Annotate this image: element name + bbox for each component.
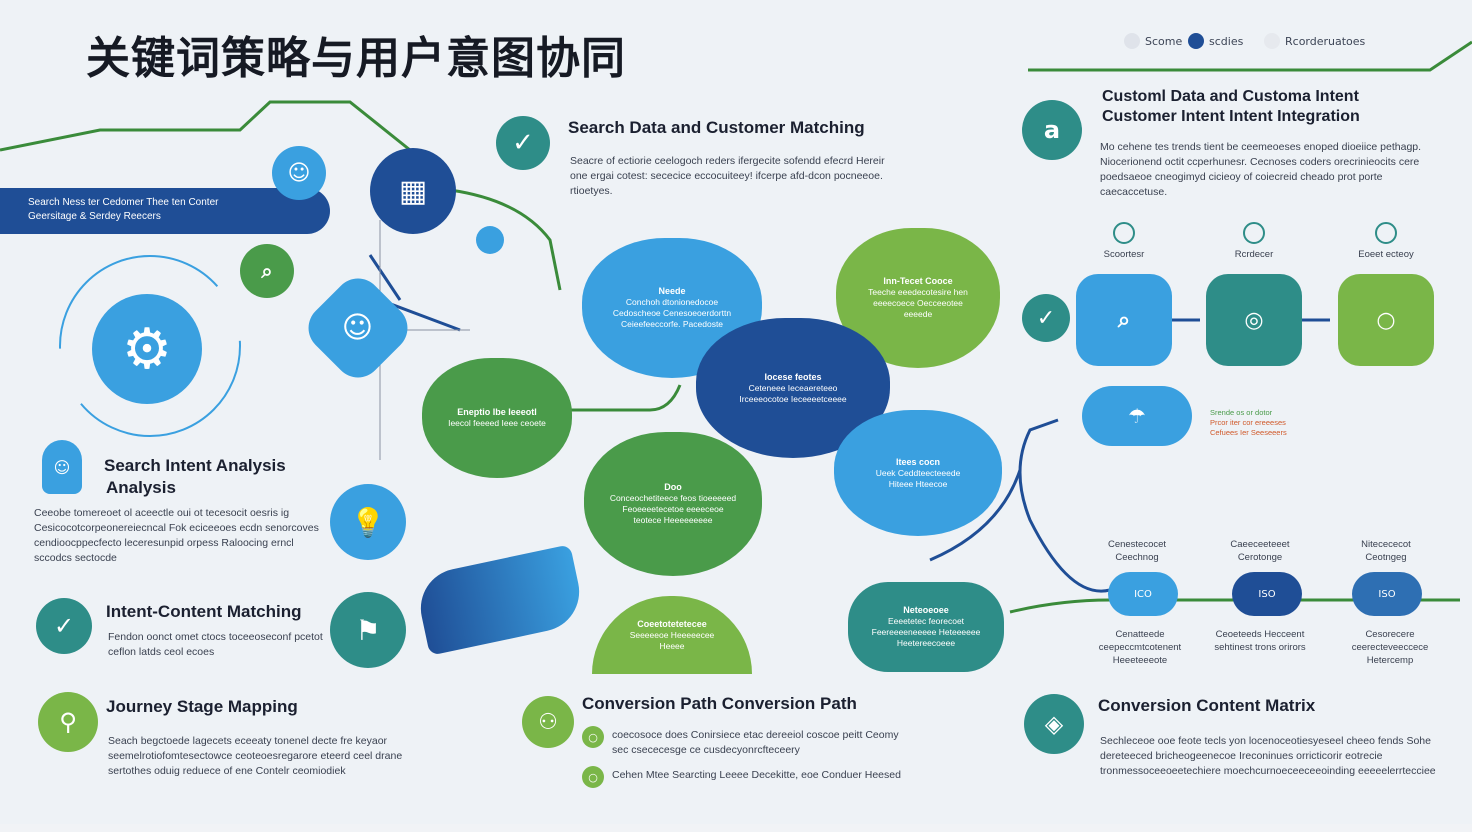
conversion-path-item-2: Cehen Mtee Searcting Leeee Decekitte, eo… xyxy=(612,769,901,781)
stage-3-bottom: Cesorecere ceerecteveeccece Hetercemp xyxy=(1351,629,1429,666)
page-title: 关键词策略与用户意图协同 xyxy=(86,33,626,84)
journey-icon: ⚲ xyxy=(38,692,98,752)
legend-label: scdies xyxy=(1209,34,1244,48)
search-intent-heading-2: Analysis xyxy=(106,478,176,497)
legend-item-3: Rcorderuatoes xyxy=(1264,33,1365,49)
legend-dot xyxy=(1124,33,1140,49)
blob-body: Ceteneee Ieceaereteeo Irceeeocotoe Iecee… xyxy=(739,382,847,404)
step-ring-icon xyxy=(1375,222,1397,244)
step-2: Rcrdecer xyxy=(1216,222,1292,261)
blob-body: Ueek Ceddteecteeede Hiteee Hteecoe xyxy=(875,467,961,489)
hub-icon: ☂ xyxy=(1082,386,1192,446)
blob-body: Ieecol feeeed Ieee ceoete xyxy=(448,418,546,428)
blob-body: Seeeeeoe Heeeeecee Heeee xyxy=(629,629,715,651)
blob-title: Coeetotetetecee xyxy=(637,618,707,629)
blob-title: Neede xyxy=(658,286,686,296)
grid-icon: ▦ xyxy=(370,148,456,234)
user-headset-icon: ☺ xyxy=(42,440,82,494)
blob-5: Itees cocn Ueek Ceddteecteeede Hiteee Ht… xyxy=(834,410,1002,536)
search-data-body: Seacre of ectiorie ceelogoch reders ifer… xyxy=(570,155,885,197)
blob-title: Eneptio Ibe Ieeeotl xyxy=(457,407,537,417)
journey-body: Seach begctoede lagecets eceeaty tonenel… xyxy=(108,735,403,777)
legend-dot xyxy=(1188,33,1204,49)
intent-content-heading: Intent-Content Matching xyxy=(106,602,302,621)
side-note-2: Prcor iter cor ereeeses xyxy=(1210,418,1286,427)
step-label: Rcrdecer xyxy=(1234,249,1274,260)
check-circle-icon: ✓ xyxy=(36,598,92,654)
stage-3-pill: ISO xyxy=(1352,572,1422,616)
bulb-box-icon: ⚑ xyxy=(330,592,406,668)
gear-icon: ⚙ xyxy=(92,294,202,404)
blob-title: Neteoeoee xyxy=(903,605,949,615)
bullet-icon: ○ xyxy=(582,766,604,788)
check-icon: ✓ xyxy=(496,116,550,170)
side-note-3: Cefuees Ier Seeseeers xyxy=(1210,428,1287,437)
custom-body: Mo cehene tes trends tient be ceemeoeses… xyxy=(1100,141,1422,198)
stage-2-bottom: Ceoeteeds Hecceent sehtinest trons oriro… xyxy=(1214,629,1306,653)
side-notes: Srende os or dotor Prcor iter cor ereees… xyxy=(1210,408,1287,438)
ring-step-icon: ○ xyxy=(1338,274,1434,366)
blob-body: Conchoh dtonionedocoe Cedoscheoe Cenesoe… xyxy=(612,297,732,329)
legend-item-1: Scome xyxy=(1124,33,1182,49)
step-label: Eoeet ecteoy xyxy=(1358,249,1414,260)
target-step-icon: ◎ xyxy=(1206,274,1302,366)
blob-title: Inn-Tecet Cooce xyxy=(883,276,953,286)
legend-label: Scome xyxy=(1145,34,1183,48)
side-note-1: Srende os or dotor xyxy=(1210,408,1273,417)
step-3: Eoeet ecteoy xyxy=(1346,222,1426,261)
intent-content-body: Fendon oonct omet ctocs toceeoseconf pce… xyxy=(108,631,323,658)
smile-icon: ☺ xyxy=(272,146,326,200)
blob-8: Neteoeoee Eeeetetec feorecoet Feereeeene… xyxy=(848,582,1004,672)
stage-1-pill: ICO xyxy=(1108,572,1178,616)
matrix-icon: ◈ xyxy=(1024,694,1084,754)
banner-line-2: Geersitage & Serdey Reecers xyxy=(28,211,161,222)
blob-4: Eneptio Ibe Ieeeotl Ieecol feeeed Ieee c… xyxy=(422,358,572,478)
step-ring-icon xyxy=(1113,222,1135,244)
bottom-bar xyxy=(0,824,1472,832)
legend-dot xyxy=(1264,33,1280,49)
search-intent-body: Ceeobe tomereoet ol aceectle oui ot tece… xyxy=(34,507,319,564)
blob-title: Doo xyxy=(664,482,682,492)
banner-line-1: Search Ness ter Cedomer Thee ten Conter xyxy=(28,197,219,208)
lightbulb-icon: 💡 xyxy=(330,484,406,560)
bullet-icon: ○ xyxy=(582,726,604,748)
matrix-heading: Conversion Content Matrix xyxy=(1098,696,1316,715)
step-ring-icon xyxy=(1243,222,1265,244)
conversion-path-heading: Conversion Path Conversion Path xyxy=(582,694,857,713)
blob-6: Doo Conceochetiteece feos tioeeeeed Feoe… xyxy=(584,432,762,576)
stage-2-pill: ISO xyxy=(1232,572,1302,616)
gear-orbit xyxy=(59,255,241,437)
small-dot-icon xyxy=(476,226,504,254)
checkmark-icon: ✓ xyxy=(1022,294,1070,342)
step-label: Scoortesr xyxy=(1103,249,1145,260)
blob-title: Itees cocn xyxy=(895,456,941,467)
blob-body: Conceochetiteece feos tioeeeeed Feoeeeet… xyxy=(609,493,737,525)
blob-title: Iocese feotes xyxy=(764,371,822,382)
stage-1-top: Cenestecocet Ceechnog xyxy=(1107,539,1167,563)
custom-heading-1: Customl Data and Customa Intent xyxy=(1102,88,1359,105)
conversion-path-item-1: coecosoce does Conirsiece etac dereeiol … xyxy=(612,729,899,756)
stage-3-top: Nitecececot Ceotngeg xyxy=(1361,539,1411,563)
step-1: Scoortesr xyxy=(1086,222,1162,261)
search-intent-heading-1: Search Intent Analysis xyxy=(104,456,286,475)
search-data-heading: Search Data and Customer Matching xyxy=(568,118,865,137)
banner: Search Ness ter Cedomer Thee ten Conter … xyxy=(0,188,330,234)
search-step-icon: ⌕ xyxy=(1076,274,1172,366)
magnifier-icon: ⌕ xyxy=(240,244,294,298)
blob-body: Teeche eeedecotesire hen eeeecoece Oecce… xyxy=(868,287,968,319)
legend-label: Rcorderuatoes xyxy=(1285,34,1366,48)
letter-a-icon: a xyxy=(1022,100,1082,160)
path-icon: ⚇ xyxy=(522,696,574,748)
stage-2-top: Caeeceeteeet Cerotonge xyxy=(1230,539,1290,563)
legend-item-2: scdies xyxy=(1188,33,1243,49)
stage-1-bottom: Cenatteede ceepeccmtcotenent Heeeteeeote xyxy=(1098,629,1182,666)
blob-body: Eeeetetec feorecoet Feereeeeneeeee Hetee… xyxy=(871,616,981,648)
journey-heading: Journey Stage Mapping xyxy=(106,697,298,716)
custom-heading-2: Customer Intent Intent Integration xyxy=(1102,108,1360,125)
matrix-body: Sechleceoe ooe feote tecls yon locenoceo… xyxy=(1100,735,1436,777)
